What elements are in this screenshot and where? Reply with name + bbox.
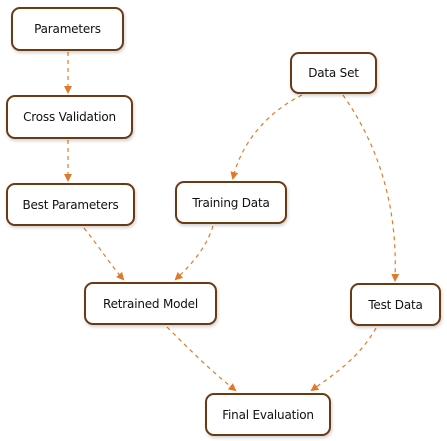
- edge-data-set-to-training-data: [230, 94, 303, 180]
- edge-retrained-model-to-final-evaluation: [166, 326, 237, 392]
- node-data-set: Data Set: [290, 52, 377, 94]
- node-data-set-label: Data Set: [308, 66, 359, 80]
- node-cross-validation: Cross Validation: [6, 95, 133, 139]
- edge-data-set-to-test-data: [342, 94, 400, 282]
- edge-test-data-to-final-evaluation: [310, 327, 377, 392]
- node-parameters-label: Parameters: [34, 22, 101, 36]
- node-test-data: Test Data: [350, 283, 441, 326]
- node-training-data-label: Training Data: [192, 195, 270, 210]
- node-cross-validation-label: Cross Validation: [23, 110, 116, 124]
- node-parameters: Parameters: [11, 7, 124, 51]
- node-final-evaluation-label: Final Evaluation: [222, 407, 314, 422]
- node-test-data-label: Test Data: [368, 297, 423, 312]
- node-final-evaluation: Final Evaluation: [205, 393, 331, 436]
- node-best-parameters: Best Parameters: [6, 183, 135, 226]
- node-best-parameters-label: Best Parameters: [22, 197, 119, 212]
- edge-best-parameters-to-retrained-model: [83, 227, 125, 281]
- node-retrained-model-label: Retrained Model: [103, 296, 198, 311]
- edge-training-data-to-retrained-model: [174, 225, 214, 281]
- node-retrained-model: Retrained Model: [84, 282, 217, 325]
- node-training-data: Training Data: [175, 181, 287, 224]
